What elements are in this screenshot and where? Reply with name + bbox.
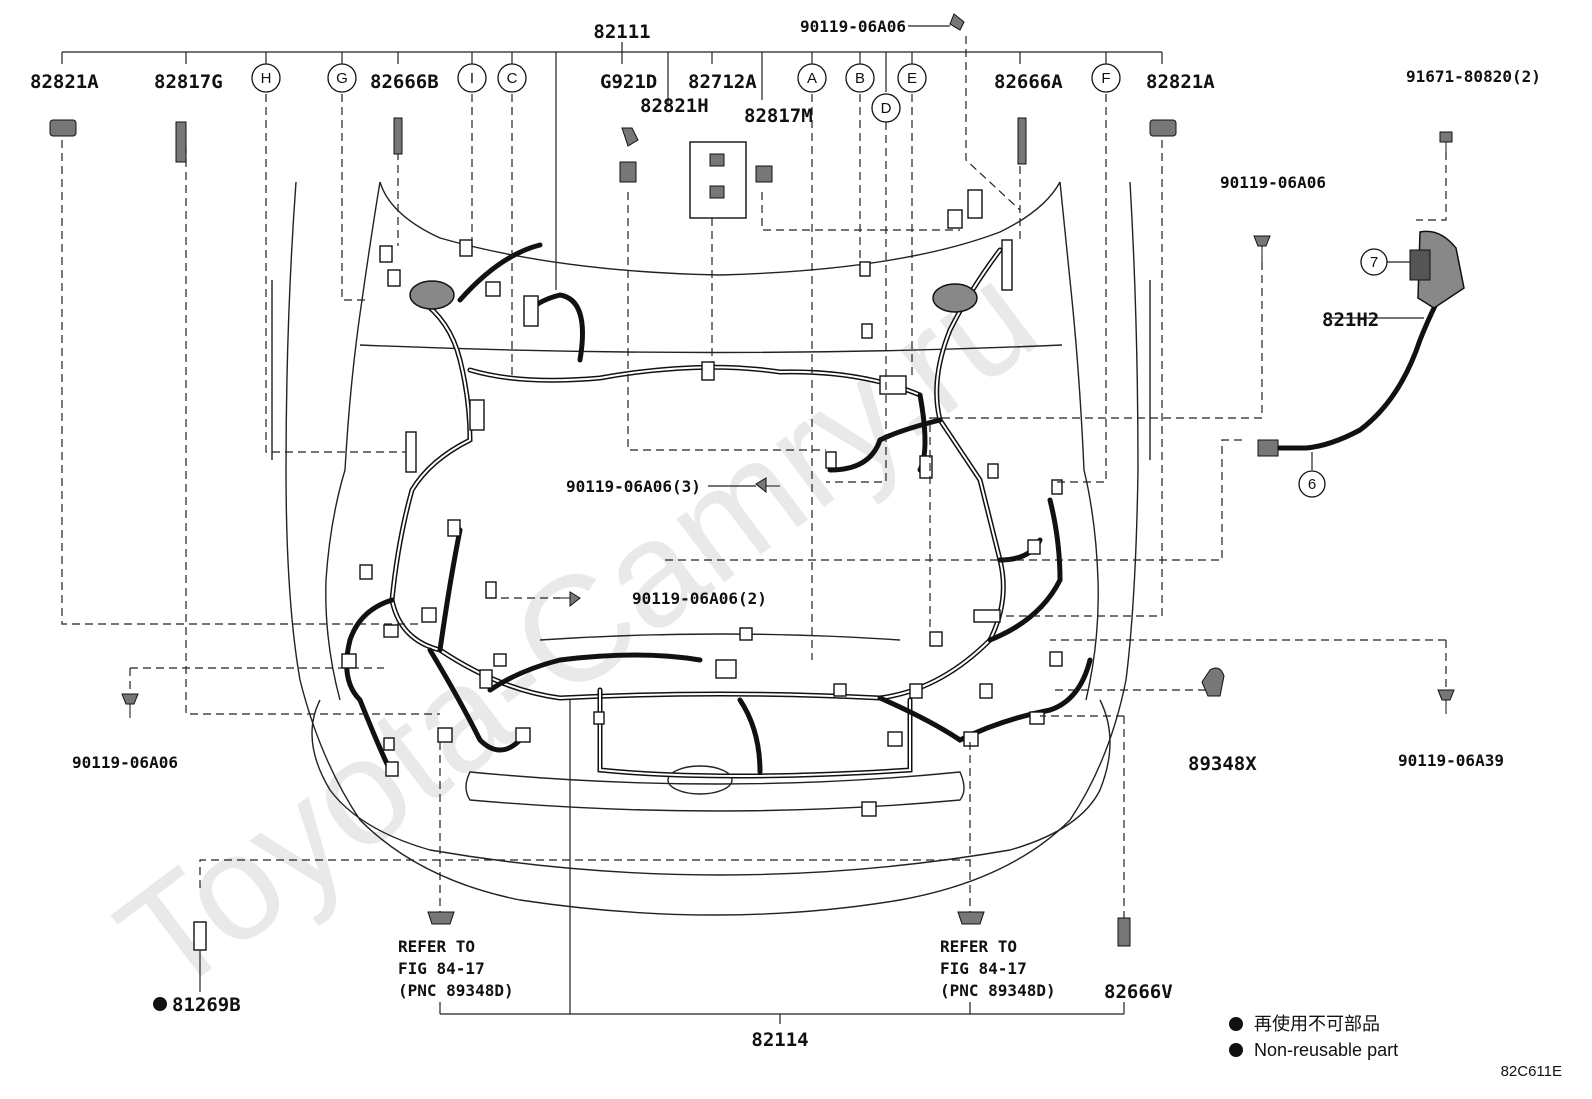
circle-e: E — [907, 70, 917, 87]
bolt-91671-icon — [1439, 131, 1453, 154]
bracket-right-icon — [957, 911, 985, 925]
label-82666b: 82666B — [370, 71, 439, 93]
label-90119-top: 90119-06A06 — [800, 17, 906, 36]
label-90119-a39: 90119-06A39 — [1398, 751, 1504, 770]
bolt-2-icon — [556, 591, 581, 608]
clip-82821h-icon — [619, 161, 637, 183]
clip-g921d-icon — [621, 127, 639, 147]
legend-en: Non-reusable part — [1254, 1040, 1398, 1060]
wire-harness — [344, 242, 1093, 779]
clamp-82666b-icon — [393, 117, 403, 155]
svg-text:FIG 84-17: FIG 84-17 — [398, 959, 485, 978]
vehicle-body-outline — [271, 181, 1151, 916]
svg-text:REFER TO: REFER TO — [940, 937, 1017, 956]
circle-6: 6 — [1308, 476, 1316, 493]
label-91671: 91671-80820(2) — [1406, 67, 1541, 86]
leader-lines — [61, 36, 1447, 918]
legend-dot-icon — [1229, 1017, 1243, 1031]
clip-82817m-icon — [755, 165, 773, 183]
fuse-81269b-icon — [193, 921, 207, 951]
circle-g: G — [336, 70, 348, 87]
label-82817m: 82817M — [744, 105, 813, 127]
diagram-code: 82C611E — [1501, 1063, 1562, 1080]
label-82821h: 82821H — [640, 95, 709, 117]
legend-jp: 再使用不可部品 — [1254, 1014, 1380, 1034]
label-82111: 82111 — [593, 21, 650, 43]
part-labels: 82111 90119-06A06 82821A 82817G 82666B G… — [30, 17, 1541, 1051]
svg-text:(PNC 89348D): (PNC 89348D) — [940, 981, 1056, 1000]
label-90119-bl: 90119-06A06 — [72, 753, 178, 772]
label-89348x: 89348X — [1188, 753, 1257, 775]
clamp-82817g-icon — [175, 121, 187, 163]
circle-a: A — [807, 70, 817, 87]
svg-text:REFER TO: REFER TO — [398, 937, 475, 956]
harness-connectors — [341, 189, 1063, 817]
clamp-82666v-icon — [1117, 917, 1131, 947]
label-82821a-left: 82821A — [30, 71, 99, 93]
label-821h2: 821H2 — [1322, 309, 1379, 331]
label-82114: 82114 — [751, 1029, 808, 1051]
bracket-89348x-icon — [1201, 667, 1225, 697]
label-90119-2: 90119-06A06(2) — [632, 589, 767, 608]
legend: 再使用不可部品 Non-reusable part — [1229, 1014, 1398, 1060]
svg-text:FIG 84-17: FIG 84-17 — [940, 959, 1027, 978]
circle-f: F — [1101, 70, 1110, 87]
clamp-82666a-icon — [1017, 117, 1027, 165]
bracket-left-icon — [427, 911, 455, 925]
circle-7: 7 — [1370, 254, 1378, 271]
bolt-bl-icon — [121, 693, 139, 718]
label-82817g: 82817G — [154, 71, 223, 93]
bolt-right-icon — [1253, 235, 1271, 262]
label-82712a: 82712A — [688, 71, 757, 93]
clip-82821a-right-icon — [1149, 119, 1177, 137]
svg-text:(PNC 89348D): (PNC 89348D) — [398, 981, 514, 1000]
refer-note-right: REFER TO FIG 84-17 (PNC 89348D) — [940, 937, 1056, 1000]
bracket-82114 — [439, 700, 1125, 1024]
circle-c: C — [507, 70, 518, 87]
circle-h: H — [261, 70, 272, 87]
bracket-82111 — [61, 42, 1163, 290]
label-82821a-right: 82821A — [1146, 71, 1215, 93]
label-81269b: 81269B — [172, 994, 241, 1016]
circle-b: B — [855, 70, 865, 87]
label-g921d: G921D — [600, 71, 657, 93]
part-icons — [49, 13, 1455, 992]
harness-821h2 — [1257, 230, 1465, 470]
bolt-3-icon — [755, 477, 780, 494]
label-90119-3: 90119-06A06(3) — [566, 477, 701, 496]
label-90119-right: 90119-06A06 — [1220, 173, 1326, 192]
holder-82712a-icon — [689, 141, 747, 219]
label-82666a: 82666A — [994, 71, 1063, 93]
circle-d: D — [881, 100, 892, 117]
bolt-a39-icon — [1437, 689, 1455, 714]
callout-circles: H G I C A B D E F 7 6 — [251, 63, 1388, 498]
label-82666v: 82666V — [1104, 981, 1173, 1003]
clip-82821a-left-icon — [49, 119, 77, 137]
bolt-top-icon — [949, 13, 965, 31]
circle-i: I — [470, 70, 474, 87]
non-reusable-dot-icon — [153, 997, 167, 1011]
refer-note-left: REFER TO FIG 84-17 (PNC 89348D) — [398, 937, 514, 1000]
legend-dot-icon — [1229, 1043, 1243, 1057]
